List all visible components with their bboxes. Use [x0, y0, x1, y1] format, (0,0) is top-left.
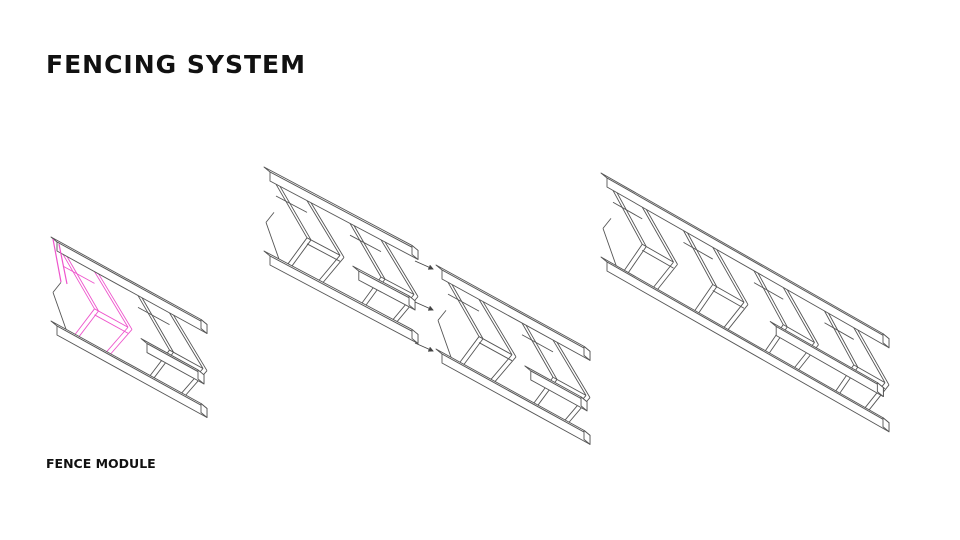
brace-group — [612, 190, 890, 412]
fence-assembled — [600, 172, 890, 433]
top-rail — [263, 166, 419, 260]
highlighted-module-outline — [52, 238, 68, 285]
arrow-icon — [414, 342, 434, 352]
arrow-icon — [414, 301, 434, 311]
brace-group — [275, 183, 419, 324]
bottom-rail — [435, 348, 591, 445]
page-title: FENCING SYSTEM — [46, 50, 306, 79]
middle-rail — [352, 265, 416, 311]
fence-module-caption: FENCE MODULE — [46, 456, 156, 471]
fence-module — [50, 236, 208, 418]
top-rail — [600, 172, 890, 349]
middle-rail — [769, 321, 884, 398]
arrow-icon — [414, 260, 434, 270]
top-rail — [50, 236, 208, 334]
bottom-rail — [50, 320, 208, 418]
fence-left-half — [263, 166, 419, 344]
fence-right-half — [435, 264, 591, 445]
top-rail — [435, 264, 591, 361]
assembly-arrows — [414, 260, 434, 352]
middle-rail — [524, 365, 588, 412]
middle-rail — [140, 338, 205, 385]
bottom-rail — [263, 250, 419, 344]
bottom-rail — [600, 256, 890, 433]
